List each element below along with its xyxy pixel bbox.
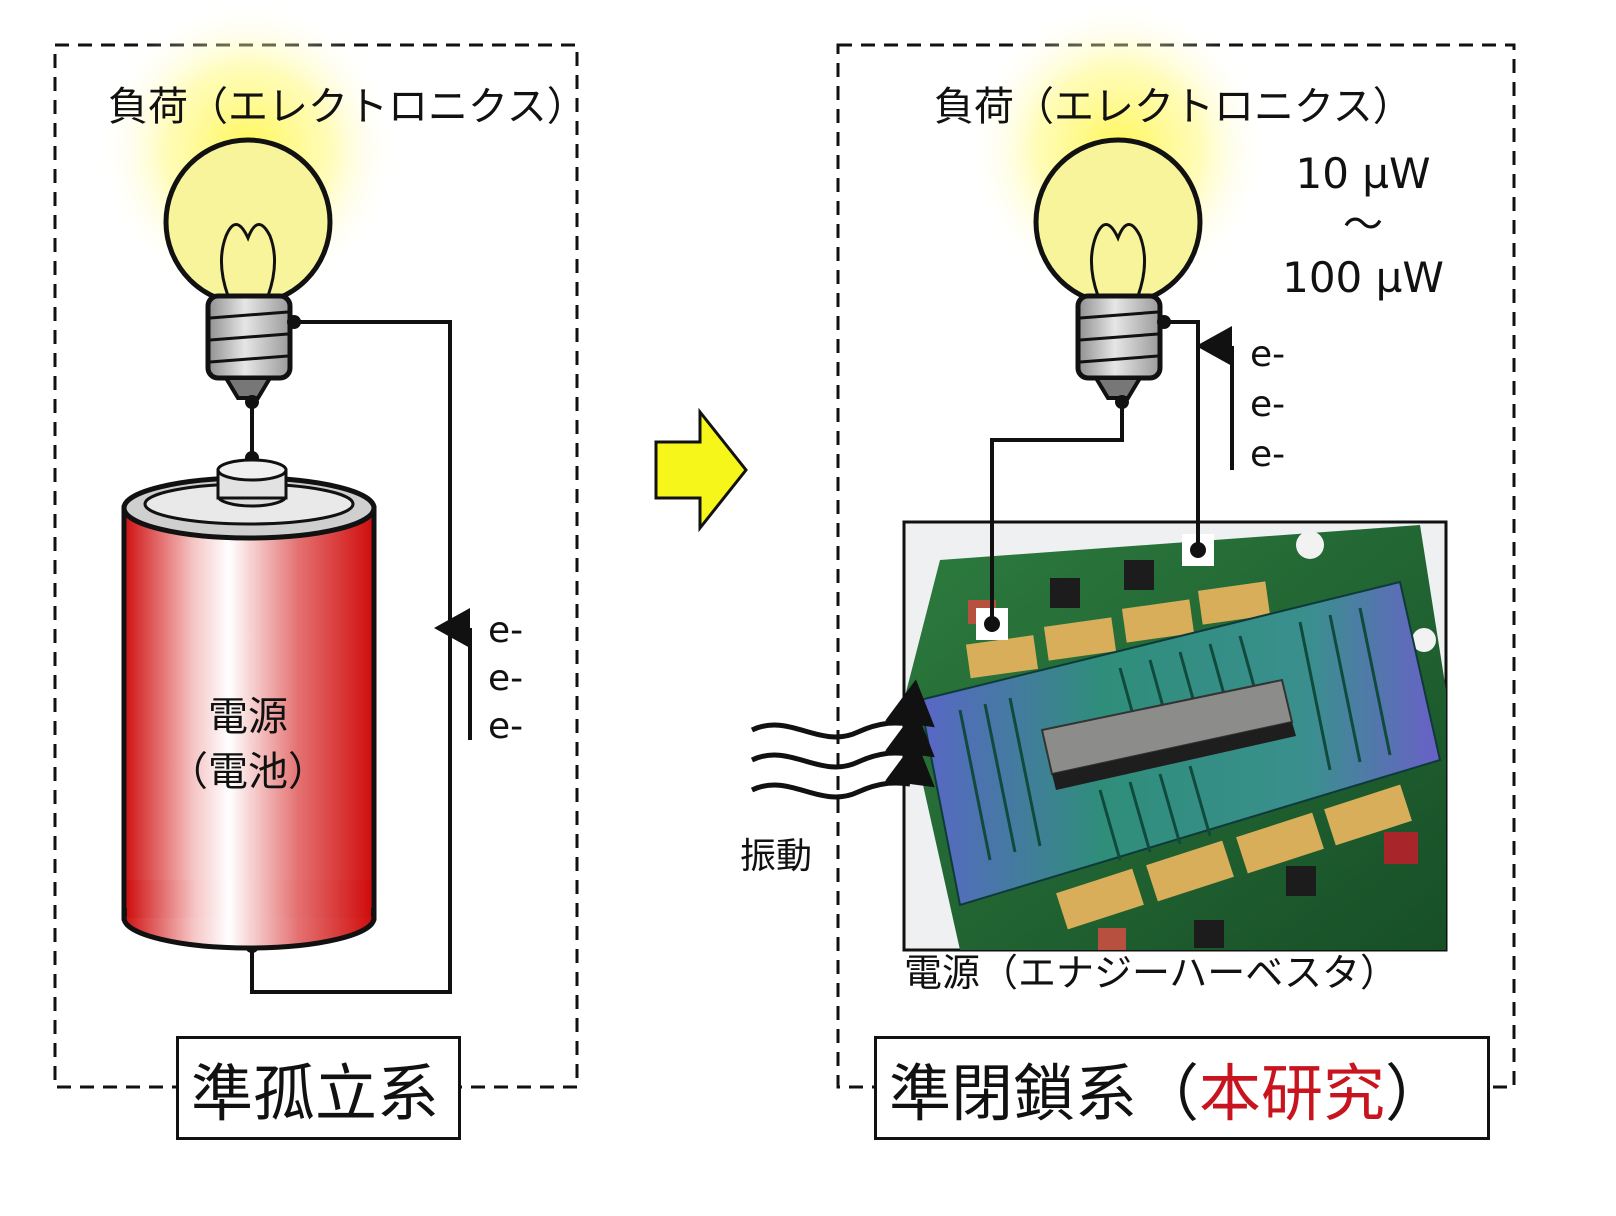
power-min: 10 µW [1295,149,1430,198]
right-title-main: 準閉鎖系（ [889,1057,1200,1130]
right-panel: 負荷（エレクトロニクス） 10 µW ～ 100 µW e- e- e- [740,0,1516,1089]
light-bulb-icon [163,137,333,409]
right-title-highlight: 本研究 [1199,1057,1386,1130]
left-load-label: 負荷（エレクトロニクス） [108,84,587,130]
vibration-waves-icon [750,679,935,800]
right-title-box: 準閉鎖系（本研究） [874,1036,1490,1140]
right-return-wire [1164,320,1200,550]
battery-label-line2: （電池） [168,749,328,795]
light-bulb-icon [1033,137,1203,409]
electron-label: e- [488,706,523,747]
left-return-wire [250,320,452,994]
right-title-end: ） [1385,1057,1448,1130]
right-feed-wire [990,402,1124,624]
harvester-label: 電源（エナジーハーベスタ） [904,951,1398,995]
battery-icon [121,458,377,951]
electron-label: e- [1250,434,1285,475]
power-tilde: ～ [1343,202,1383,248]
left-panel: 負荷（エレクトロニクス） 電源 （電池） e- e- e- [53,0,587,1089]
left-electron-labels: e- e- e- [488,610,523,747]
right-electron-labels: e- e- e- [1250,334,1285,475]
power-max: 100 µW [1282,253,1444,302]
electron-label: e- [1250,334,1285,375]
left-title: 準孤立系 [191,1057,440,1130]
left-title-box: 準孤立系 [176,1036,461,1140]
electron-label: e- [488,610,523,651]
electron-label: e- [1250,384,1285,425]
electron-label: e- [488,658,523,699]
vibration-label: 振動 [740,836,812,877]
energy-harvester-chip-image [902,520,1448,952]
battery-label-line1: 電源 [208,694,288,740]
right-load-label: 負荷（エレクトロニクス） [934,84,1413,130]
transition-arrow-icon [654,407,748,533]
